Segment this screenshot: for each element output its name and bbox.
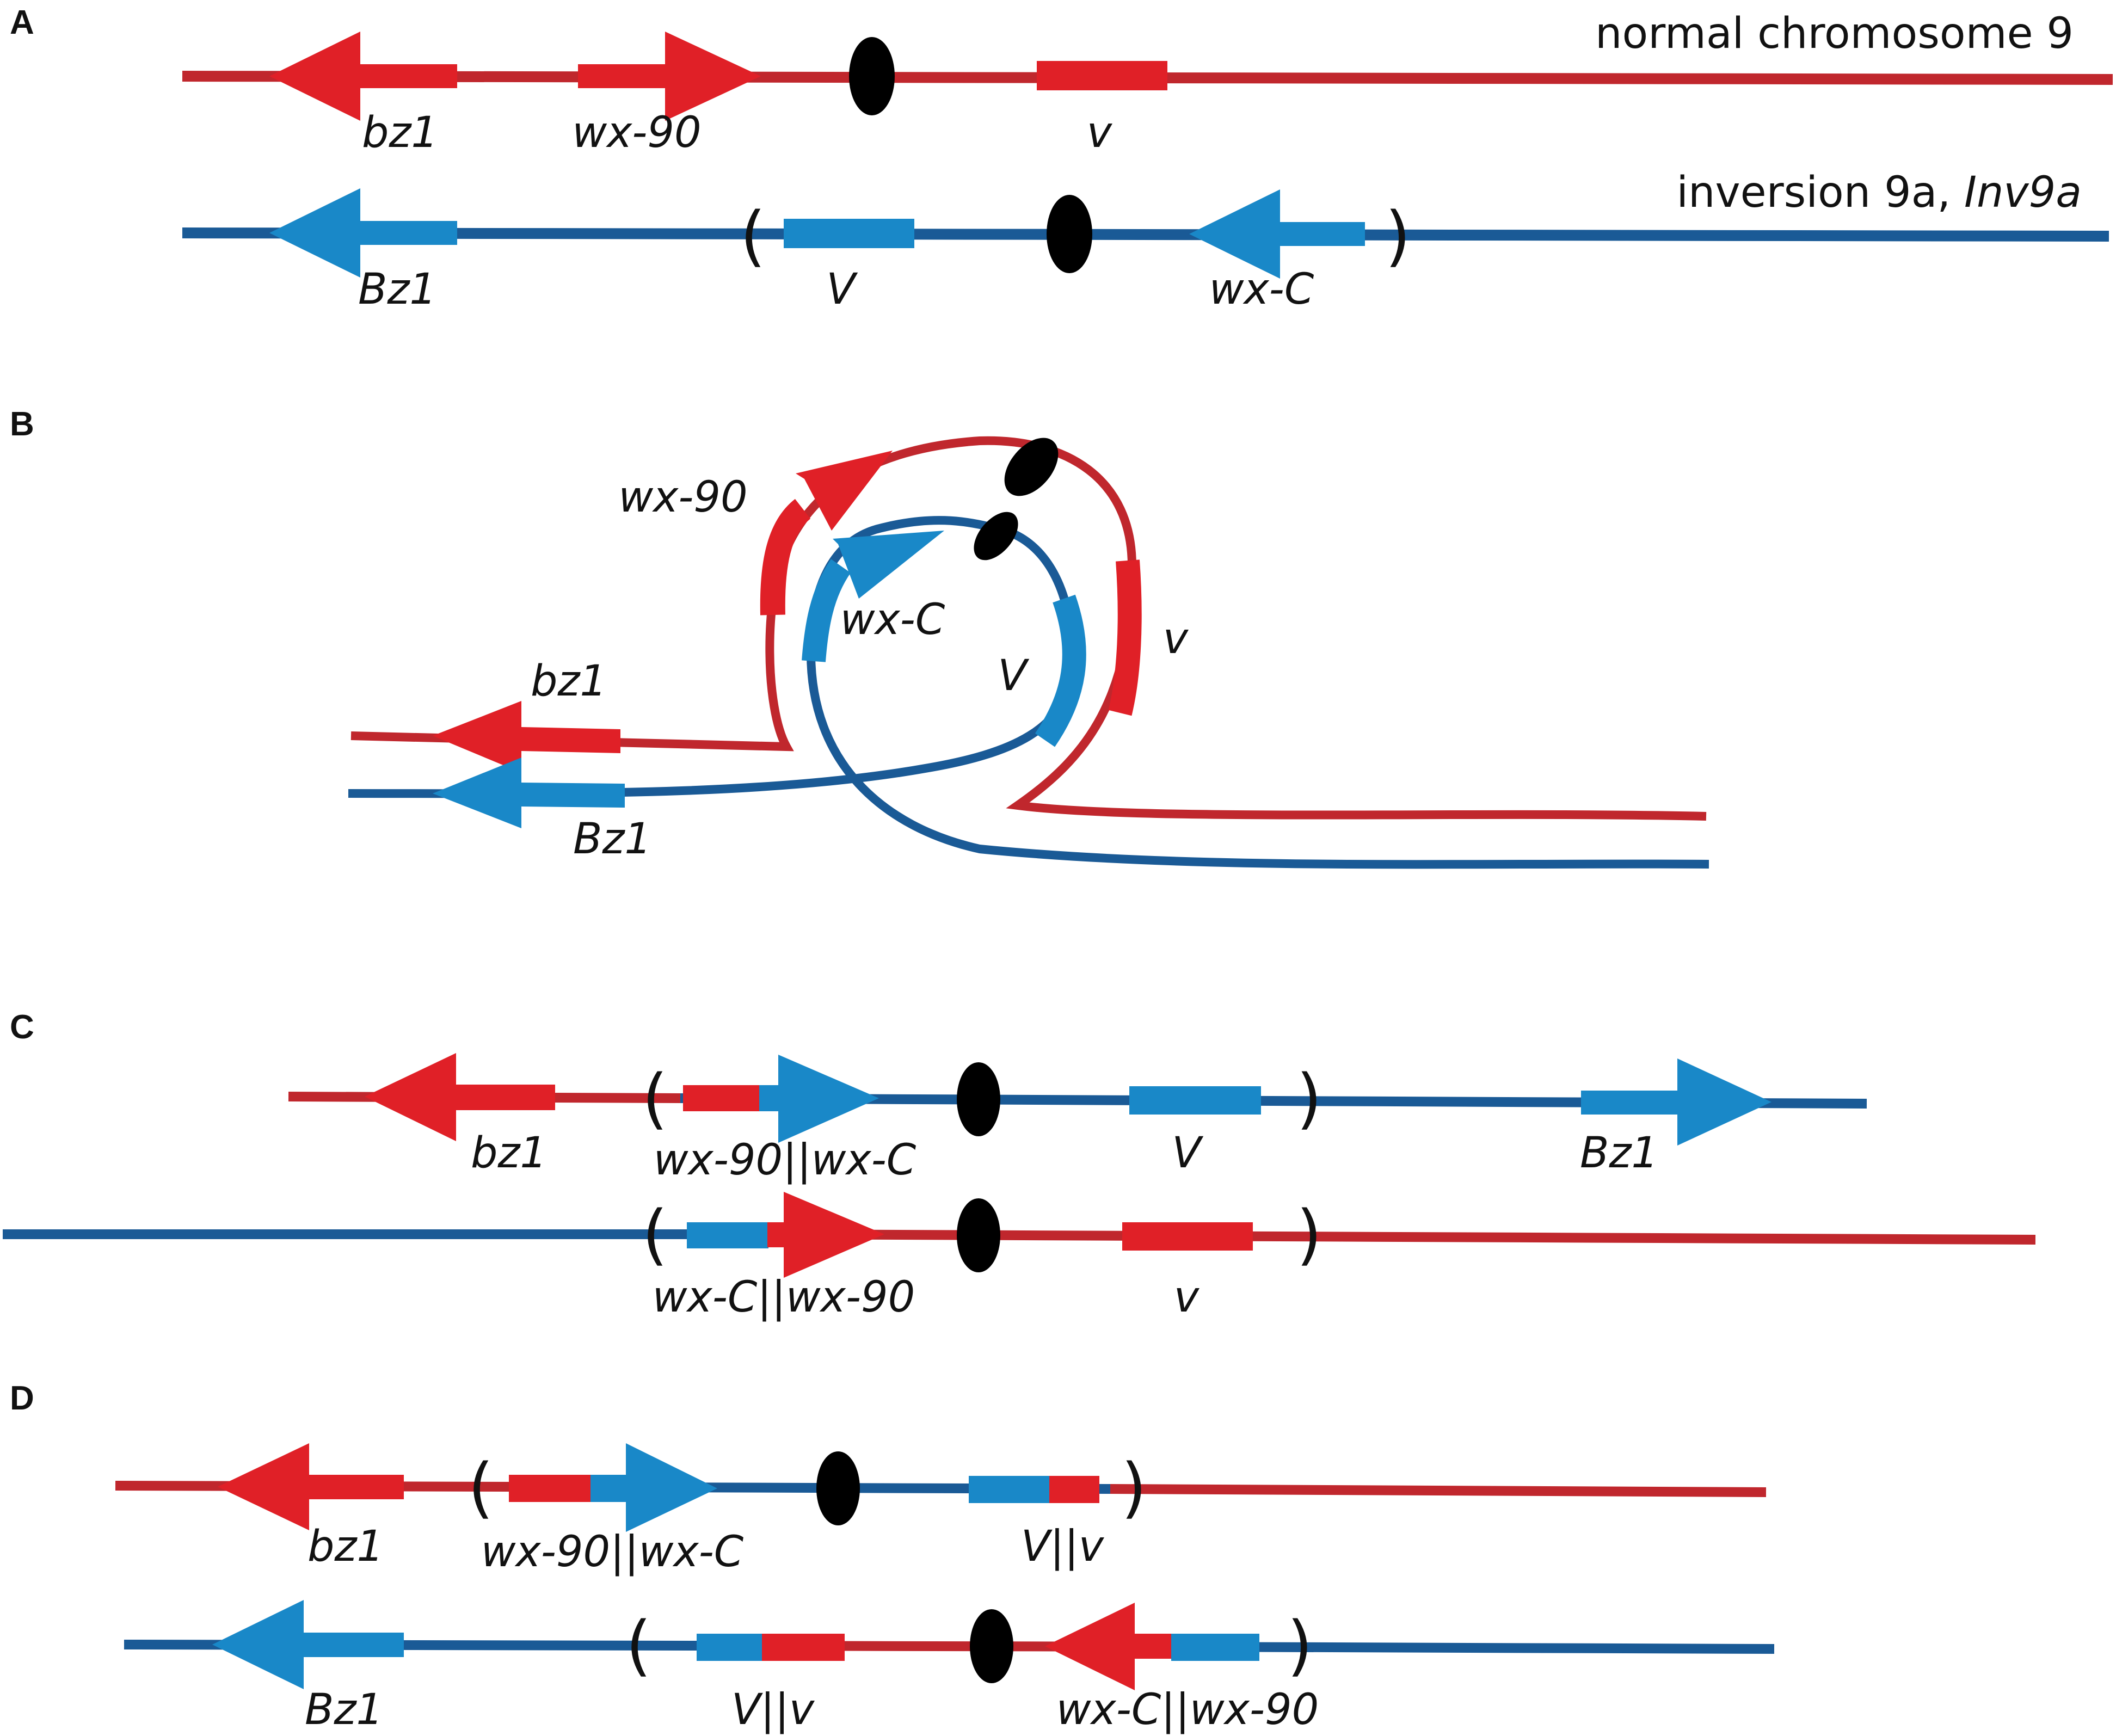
normal-chromosome-loop <box>350 436 1707 821</box>
gene-label-wx90: wx-90 <box>572 108 701 157</box>
panel-c: C ( ) bz1 wx-90||wx-C V Bz1 ( <box>3 1008 2036 1322</box>
inversion-bracket-close: ) <box>1121 1450 1147 1526</box>
recombinant-c-bottom: ( ) wx-C||wx-90 v <box>3 1192 2036 1322</box>
panel-b: B wx-90 wx-C v V bz1 Bz1 <box>10 405 1709 869</box>
product-d-bottom: ( ) Bz1 V||v wx-C||wx-90 <box>124 1600 1775 1734</box>
normal-chromosome-title: normal chromosome 9 <box>1595 9 2074 58</box>
centromere <box>849 37 895 115</box>
gene-label-bz1: bz1 <box>471 1129 547 1178</box>
wxC-gene-arrowhead <box>833 531 944 599</box>
Bz1-gene-arrow <box>269 188 457 278</box>
wx90-gene-arrow <box>578 32 761 121</box>
gene-label-bz1: bz1 <box>531 657 607 706</box>
gene-label-wx90-wxC: wx-90||wx-C <box>481 1528 744 1577</box>
Bz1-gene-arrow <box>212 1600 404 1689</box>
wxC-gene-part <box>1171 1634 1259 1661</box>
wxC-gene-part <box>590 1443 717 1532</box>
V-gene-block <box>1129 1086 1261 1115</box>
V-gene-block <box>784 219 914 248</box>
product-d-top: ( ) bz1 wx-90||wx-C V||v <box>115 1443 1767 1577</box>
wx90-gene-arrowhead <box>796 451 893 531</box>
centromere-normal <box>1004 438 1059 496</box>
V-gene-block <box>1035 594 1086 747</box>
gene-label-Bz1: Bz1 <box>573 815 651 864</box>
recombinant-c-top: ( ) bz1 wx-90||wx-C V Bz1 <box>288 1053 1867 1185</box>
Bz1-gene-arrow <box>1581 1058 1771 1146</box>
wx90-gene-part <box>509 1475 592 1502</box>
gene-label-Bz1: Bz1 <box>305 1685 383 1734</box>
panel-label-d: D <box>10 1380 34 1417</box>
panel-label-c: C <box>10 1008 34 1046</box>
v-gene-part <box>762 1634 845 1661</box>
v-gene-block <box>1037 61 1167 90</box>
Bz1-gene-arrow <box>433 758 625 828</box>
centromere <box>970 1609 1013 1683</box>
wxC-gene-shaft <box>802 559 851 662</box>
wxC-gene-arrow <box>1189 189 1365 279</box>
gene-label-wxC-wx90: wx-C||wx-90 <box>653 1273 915 1322</box>
v-gene-block <box>1108 559 1142 716</box>
gene-label-wxC: wx-C <box>840 595 945 644</box>
gene-label-Bz1: Bz1 <box>358 265 436 314</box>
gene-label-Bz1: Bz1 <box>1580 1129 1658 1178</box>
gene-label-bz1: bz1 <box>307 1522 384 1571</box>
gene-label-v: v <box>1174 1273 1200 1322</box>
wx90-gene-shaft <box>760 498 811 615</box>
chromosome-line-normal-end <box>1110 1484 1767 1497</box>
bz1-gene-arrow <box>269 32 457 121</box>
wx90-gene-part <box>1045 1603 1173 1690</box>
inversion-bracket-open: ( <box>468 1450 494 1526</box>
panel-label-b: B <box>10 405 34 443</box>
gene-label-V: V <box>998 651 1029 700</box>
centromere <box>816 1451 860 1525</box>
wx90-gene-part <box>683 1085 760 1111</box>
chromosome-line-inversion <box>124 1640 700 1651</box>
gene-label-v: v <box>1087 108 1113 157</box>
gene-label-v: v <box>1163 614 1189 663</box>
gene-label-V-v: V||v <box>731 1685 815 1734</box>
inversion-bracket-open: ( <box>642 1061 668 1137</box>
panel-label-a: A <box>10 4 34 41</box>
inversion-bracket-open: ( <box>642 1197 668 1273</box>
gene-label-bz1: bz1 <box>362 108 438 157</box>
gene-label-V: V <box>1172 1129 1203 1178</box>
inversion-chromosome-a: ( ) Bz1 V wx-C inversion 9a, Inv9a <box>182 168 2109 314</box>
panel-a: A bz1 wx-90 v normal chromosome 9 ( ) Bz… <box>10 4 2113 314</box>
v-gene-block <box>1122 1222 1253 1251</box>
inversion-bracket-close: ) <box>1296 1061 1322 1137</box>
wxC-gene-part <box>687 1222 768 1248</box>
gene-label-V: V <box>826 265 858 314</box>
gene-label-wxC-wx90: wx-C||wx-90 <box>1056 1685 1319 1734</box>
centromere <box>1047 195 1092 273</box>
inversion-bracket-close: ) <box>1296 1197 1322 1273</box>
normal-chromosome-a: bz1 wx-90 v normal chromosome 9 <box>182 9 2113 157</box>
centromere-inversion <box>974 512 1018 561</box>
panel-d: D ( ) bz1 wx-90||wx-C V||v <box>10 1380 1775 1734</box>
centromere <box>957 1062 1000 1136</box>
inversion-chromosome-loop <box>348 516 1709 869</box>
V-gene-part <box>969 1476 1050 1503</box>
wx90-gene-part <box>767 1192 884 1278</box>
chromosome-line <box>182 227 2109 242</box>
gene-label-V-v: V||v <box>1021 1522 1105 1571</box>
gene-label-wx90-wxC: wx-90||wx-C <box>654 1136 916 1185</box>
inversion-bracket-open: ( <box>740 199 766 274</box>
gene-label-wx90: wx-90 <box>618 473 747 522</box>
chromosome-line-inversion-end <box>1172 1642 1775 1654</box>
inversion-bracket-close: ) <box>1385 199 1411 274</box>
inversion-chromosome-title: inversion 9a, Inv9a <box>1676 168 2082 217</box>
centromere <box>957 1198 1000 1272</box>
inversion-bracket-open: ( <box>626 1608 651 1684</box>
bz1-gene-arrow <box>433 701 620 773</box>
bz1-gene-arrow <box>218 1443 404 1530</box>
gene-label-wxC: wx-C <box>1209 265 1314 314</box>
V-gene-part <box>697 1634 763 1661</box>
inversion-bracket-close: ) <box>1287 1608 1313 1684</box>
v-gene-part <box>1049 1476 1099 1503</box>
wxC-gene-part <box>759 1055 879 1143</box>
bz1-gene-arrow <box>365 1053 555 1141</box>
